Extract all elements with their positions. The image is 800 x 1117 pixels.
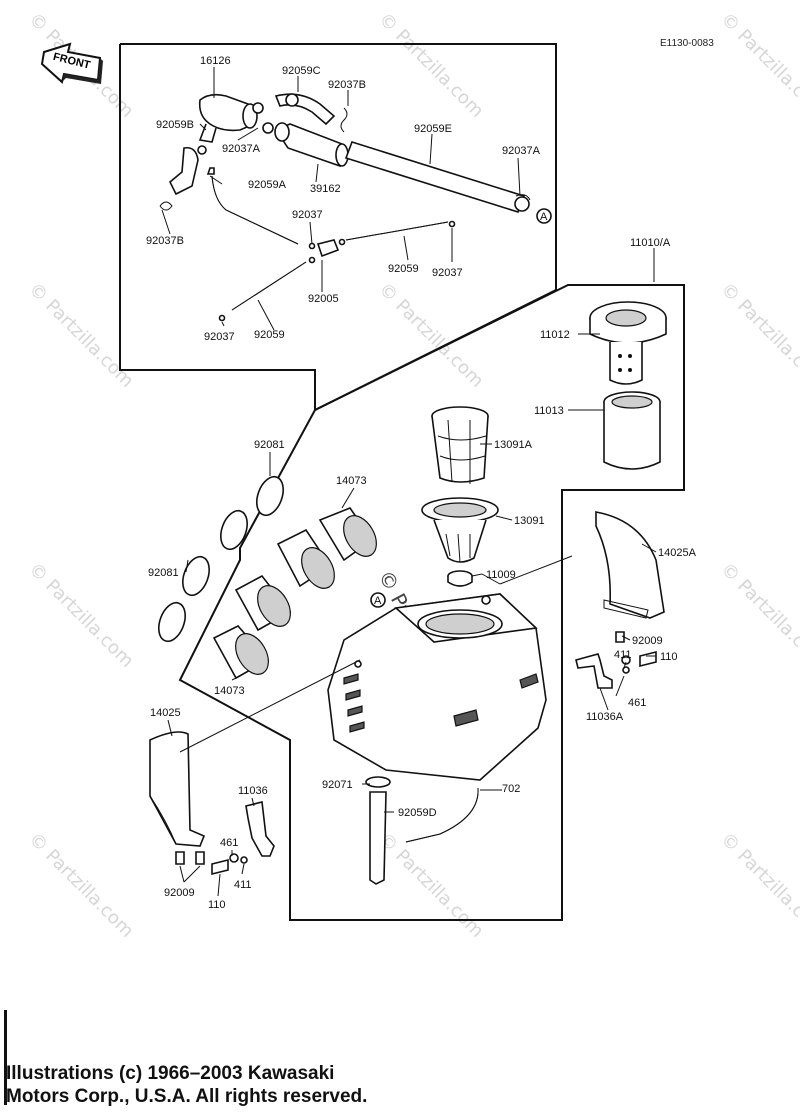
callout-411-left: 411 xyxy=(234,879,252,891)
callout-11013: 11013 xyxy=(534,405,564,417)
watermark: © Partzilla.com xyxy=(716,9,800,122)
callout-11036A: 11036A xyxy=(586,711,624,723)
watermark: © Partzilla.com xyxy=(374,279,487,392)
upper-frame xyxy=(119,43,557,412)
diagram-code: E1130-0083 xyxy=(660,38,714,49)
callout-11012: 11012 xyxy=(540,329,570,341)
copyright-line-2: Motors Corp., U.S.A. All rights reserved… xyxy=(6,1086,368,1107)
callout-461-left: 461 xyxy=(220,837,238,849)
callout-14073-top: 14073 xyxy=(336,475,367,487)
watermark: © Partzilla.com xyxy=(716,279,800,392)
left-margin-bar xyxy=(4,1010,7,1105)
intake-boots xyxy=(158,475,377,680)
callout-92081-top: 92081 xyxy=(254,439,285,451)
front-arrow: FRONT xyxy=(40,42,103,84)
callout-110-right: 110 xyxy=(660,651,678,663)
callout-92059-bottom: 92059 xyxy=(254,329,285,341)
watermark: © Partzilla.com xyxy=(716,829,800,942)
callout-92009-right: 92009 xyxy=(632,635,663,647)
callout-92037B-left: 92037B xyxy=(146,235,184,247)
callout-92037A-left: 92037A xyxy=(222,143,261,155)
watermark: © Partzilla.com xyxy=(24,829,137,942)
callout-39162: 39162 xyxy=(310,183,341,195)
callout-92037A-right: 92037A xyxy=(502,145,541,157)
hose-assembly: A xyxy=(159,93,552,322)
ref-marker-a: A xyxy=(374,595,382,607)
callout-702: 702 xyxy=(502,783,520,795)
copyright-notice: Illustrations (c) 1966–2003 Kawasaki Mot… xyxy=(6,1062,367,1108)
callout-92071: 92071 xyxy=(322,779,353,791)
callout-11036: 11036 xyxy=(238,785,268,797)
callout-14025A: 14025A xyxy=(658,547,697,559)
callout-14073-bottom: 14073 xyxy=(214,685,245,697)
callout-92081-left: 92081 xyxy=(148,567,179,579)
callout-11009: 11009 xyxy=(486,569,516,581)
filter-assembly: A xyxy=(327,301,667,885)
callout-92059E: 92059E xyxy=(414,123,452,135)
callout-13091: 13091 xyxy=(514,515,545,527)
callout-92059B: 92059B xyxy=(156,119,194,131)
watermark: © Partzilla.com xyxy=(716,559,800,672)
callouts: 16126 92059C 92037B 92059B 92037A 92059E… xyxy=(146,55,697,911)
callout-92037-mid: 92037 xyxy=(292,209,323,221)
callout-110-left: 110 xyxy=(208,899,226,911)
callout-92059-right: 92059 xyxy=(388,263,419,275)
side-covers xyxy=(149,511,665,876)
callout-92005: 92005 xyxy=(308,293,339,305)
callout-92059D: 92059D xyxy=(398,807,437,819)
watermark: © Partzilla.com xyxy=(24,559,137,672)
callout-92037B-top: 92037B xyxy=(328,79,366,91)
callout-92009-left: 92009 xyxy=(164,887,195,899)
callout-11010A: 11010/A xyxy=(630,237,671,249)
lower-frame xyxy=(178,284,685,921)
leader-lines xyxy=(161,67,657,897)
watermark: © Partzilla.com xyxy=(374,9,487,122)
callout-92059C: 92059C xyxy=(282,65,321,77)
watermark: © Partzilla.com xyxy=(374,829,487,942)
callout-461-right: 461 xyxy=(628,697,646,709)
callout-16126: 16126 xyxy=(200,55,231,67)
callout-14025: 14025 xyxy=(150,707,181,719)
callout-92037-right: 92037 xyxy=(432,267,463,279)
callout-411-right: 411 xyxy=(614,649,632,661)
callout-92037-bottom: 92037 xyxy=(204,331,235,343)
ref-marker-a: A xyxy=(540,211,548,223)
callout-92059A: 92059A xyxy=(248,179,287,191)
copyright-line-1: Illustrations (c) 1966–2003 Kawasaki xyxy=(6,1063,335,1084)
callout-13091A: 13091A xyxy=(494,439,533,451)
